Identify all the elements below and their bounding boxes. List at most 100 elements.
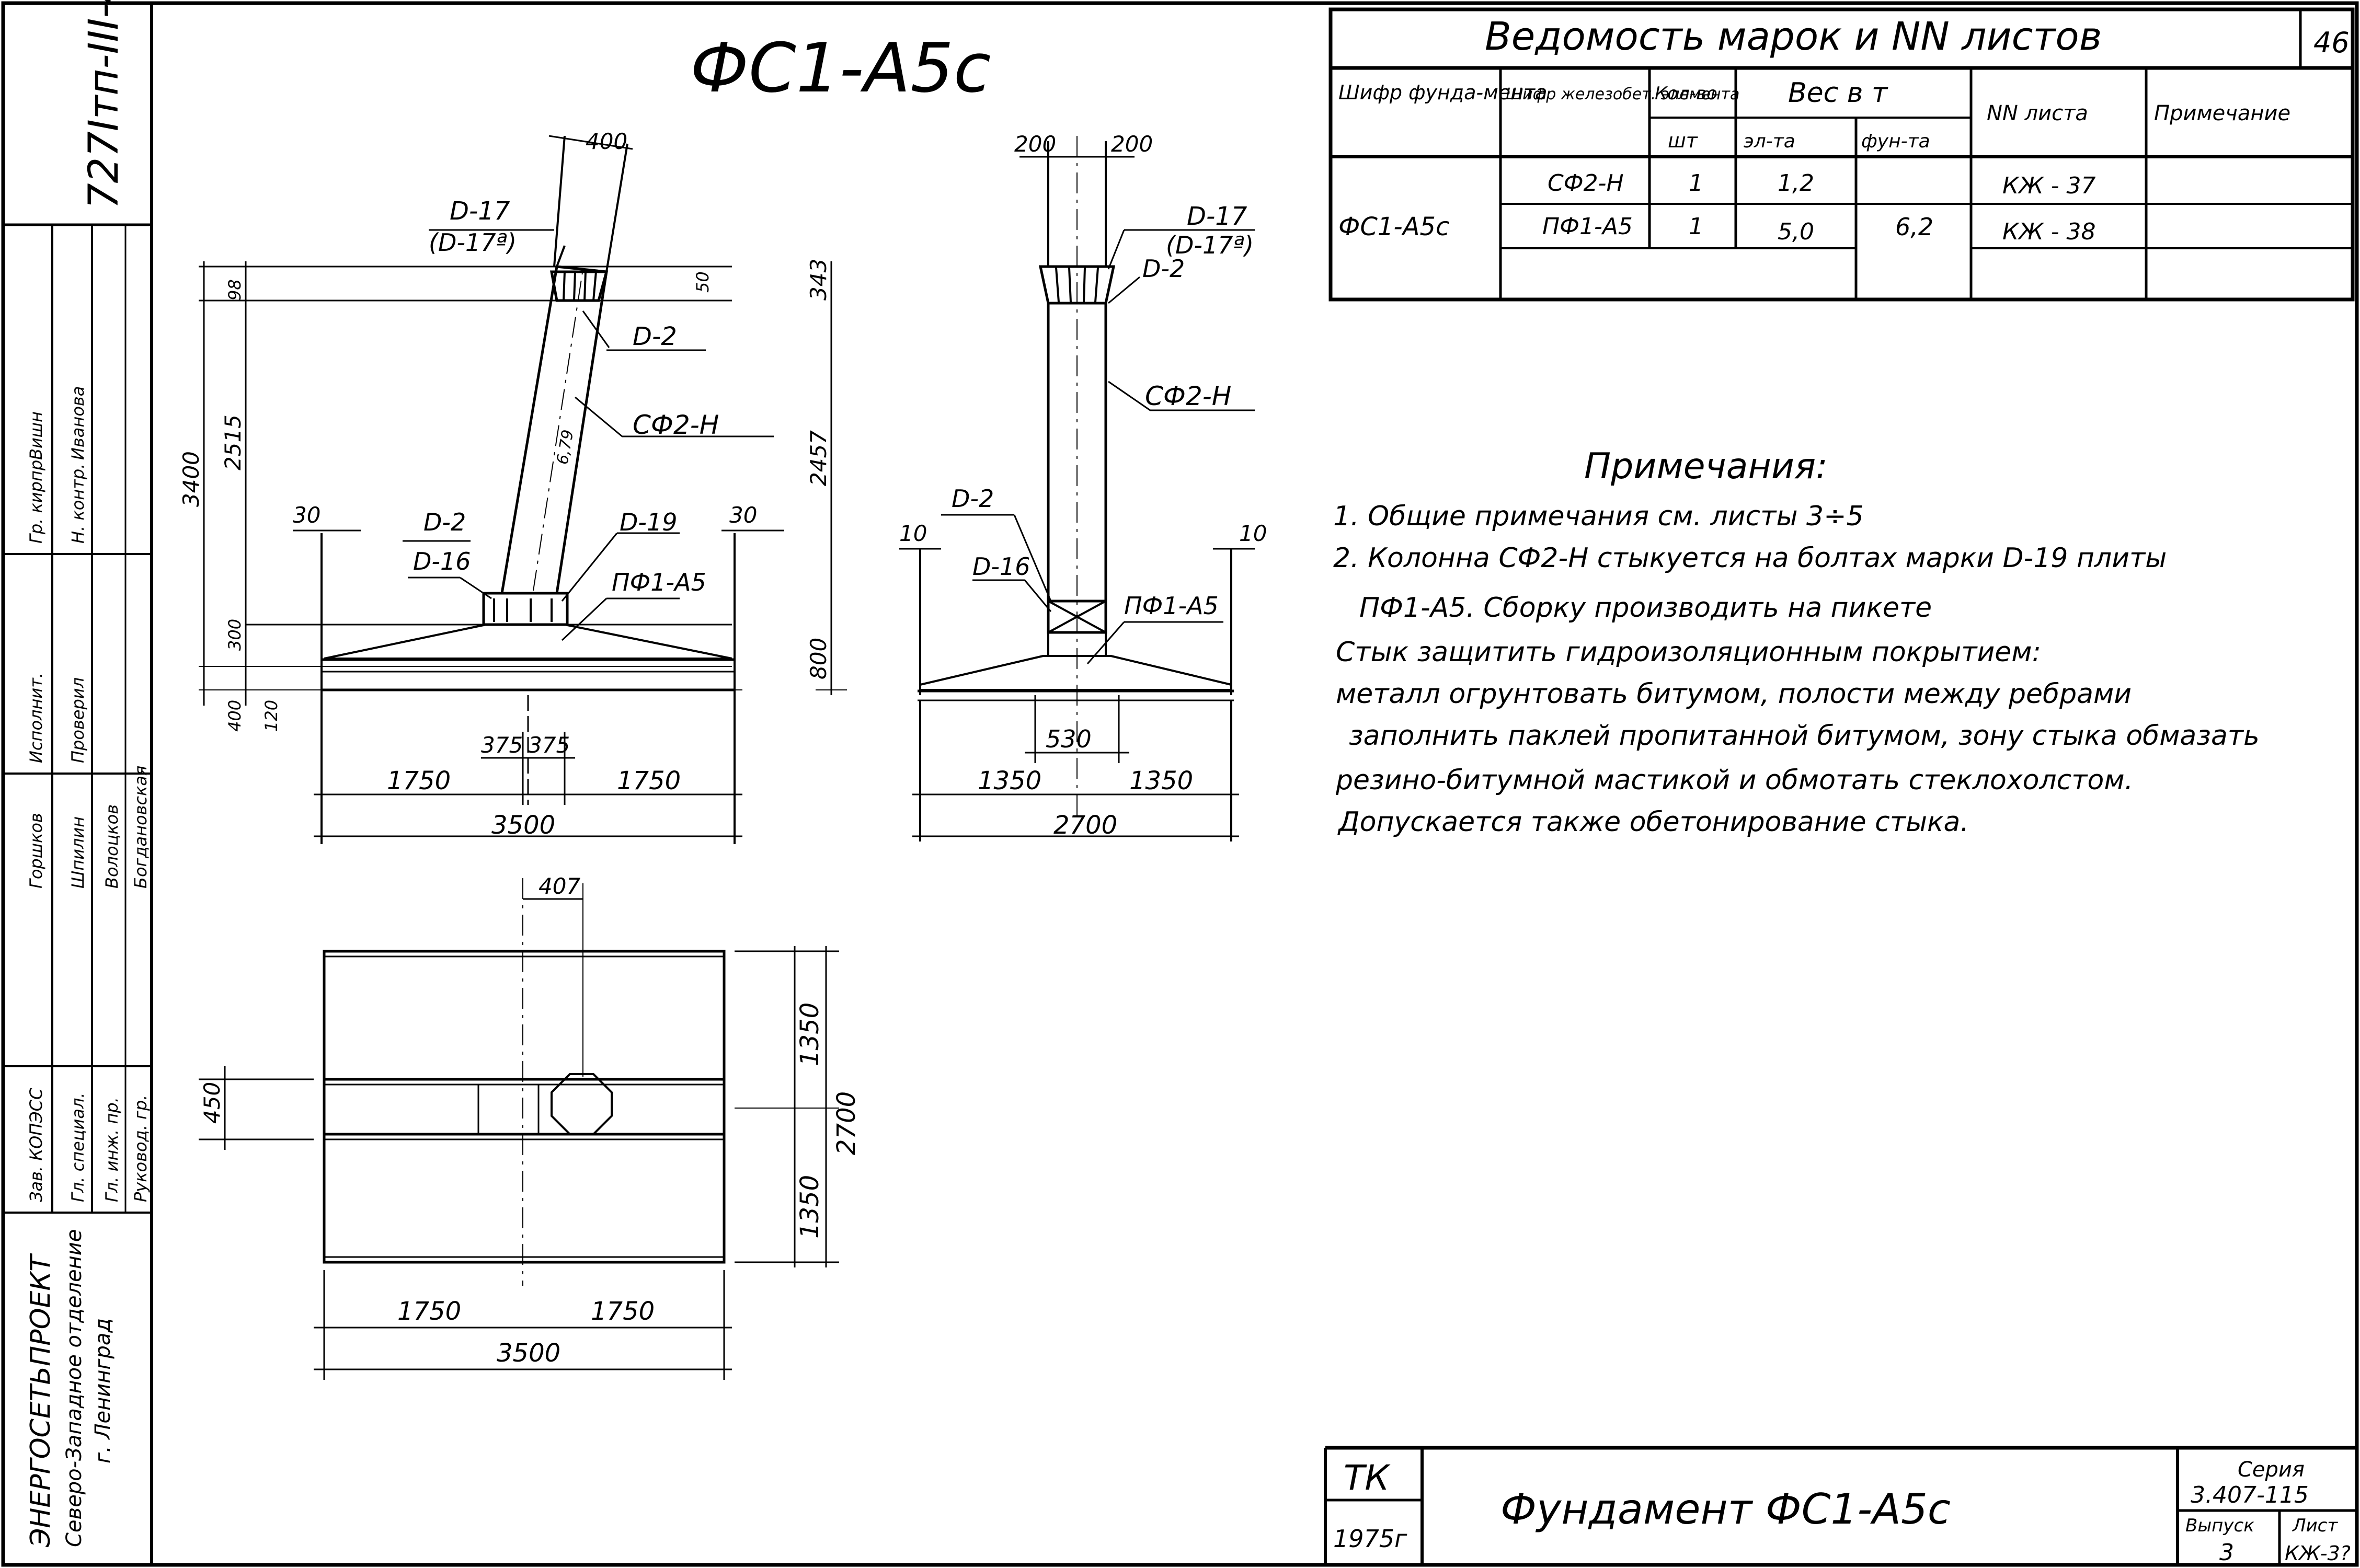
note-line: 2. Колонна СФ2-Н стыкуется на болтах мар…: [1333, 543, 2167, 574]
dim-label: 450: [199, 1082, 225, 1124]
dim-label: 30: [729, 502, 757, 528]
note-line: Допускается также обетонирование стыка.: [1337, 806, 1969, 838]
stamp-year: 1975г: [1333, 1525, 1407, 1553]
col-sheets: NN листа: [1987, 101, 2088, 125]
sheet-number: 46: [2313, 26, 2350, 59]
org-name: ЭНЕРГОСЕТЬПРОЕКТ: [25, 1253, 56, 1548]
dim-label: 400: [586, 129, 627, 154]
stamp-issue-label: Выпуск: [2185, 1515, 2254, 1536]
part-label: ПФ1-А5: [1124, 592, 1219, 620]
part-label: СФ2-Н: [1145, 381, 1231, 411]
part-label: D-16: [972, 552, 1030, 581]
title-block: [1324, 1446, 2357, 1565]
stamp-list-value: КЖ-3?: [2285, 1542, 2351, 1565]
row-weight: 1,2: [1778, 170, 1814, 197]
total-weight-cell: 6,2: [1895, 213, 1933, 241]
col-element-code: Шифр железобет. элемента: [1506, 85, 1739, 103]
col-notes: Примечание: [2154, 101, 2290, 125]
stamp-role: Гл. инж. пр.: [102, 1097, 122, 1202]
dim-label: 407: [539, 873, 580, 899]
col-qty-unit: шт: [1668, 129, 1699, 152]
dim-label: 2457: [806, 430, 831, 486]
dim-label: 530: [1046, 725, 1092, 753]
stamp-name: Иванова: [68, 386, 88, 460]
stamp-name: Вишн: [26, 411, 46, 460]
dim-label: 2700: [832, 1091, 861, 1155]
dim-label: 1750: [591, 1297, 655, 1326]
stamp-role: Н. контр.: [68, 464, 88, 544]
stamp-role: Гр. кирпр.: [26, 455, 46, 544]
stamp-name: Горшков: [26, 813, 46, 889]
row-sheet: КЖ - 38: [2002, 218, 2095, 245]
dim-label: 343: [806, 259, 831, 301]
stamp-name: Волоцков: [102, 804, 122, 889]
dim-label: 3400: [178, 451, 204, 507]
dim-label: 1350: [795, 1175, 824, 1239]
part-label: D-16: [413, 547, 471, 575]
dim-label: 375: [528, 732, 570, 758]
col-weight-foundation: фун-та: [1861, 131, 1930, 152]
dim-label: 50: [693, 271, 713, 293]
part-label: (D-17ª): [1166, 231, 1254, 259]
stamp-name: Богдановская: [131, 766, 151, 889]
org-city: г. Ленинград: [91, 1318, 115, 1463]
part-label: D-17: [450, 197, 510, 226]
dim-label: 2700: [1053, 811, 1117, 840]
sheet-designation: 727Iтп-III-46: [81, 0, 128, 209]
col-weight-element: эл-та: [1744, 131, 1795, 152]
part-label: D-19: [620, 508, 678, 536]
plan-view: [199, 878, 839, 1380]
drawing-main-title: ФС1-А5с: [690, 28, 991, 108]
part-label: ПФ1-А5: [612, 568, 706, 596]
row-weight: 5,0: [1778, 218, 1814, 245]
dim-label: 1350: [978, 766, 1041, 795]
dim-label: 3500: [497, 1339, 560, 1368]
part-label: D-2: [633, 322, 677, 351]
dim-label: 1350: [1129, 766, 1193, 795]
part-label: D-2: [1142, 255, 1185, 283]
schedule-table: [1328, 7, 2355, 302]
part-label: СФ2-Н: [633, 410, 719, 440]
stamp-role: Зав. КОПЭСС: [26, 1088, 46, 1202]
dim-label: 1750: [617, 766, 681, 795]
row-qty: 1: [1689, 170, 1703, 197]
row-qty: 1: [1689, 213, 1703, 240]
note-line: заполнить паклей пропитанной битумом, зо…: [1349, 720, 2260, 752]
stamp-name: Шпилин: [68, 816, 88, 889]
dim-label: 120: [261, 700, 281, 732]
side-view: [899, 136, 1255, 841]
row-element: ПФ1-А5: [1542, 213, 1633, 240]
col-weight: Вес в т: [1788, 77, 1888, 109]
dim-label: 400: [225, 700, 245, 732]
dim-label: 300: [225, 619, 245, 651]
note-line: 1. Общие примечания см. листы 3÷5: [1333, 501, 1864, 532]
note-line: Стык защитить гидроизоляционным покрытие…: [1336, 637, 2041, 668]
dim-label: 3500: [491, 811, 555, 840]
part-label: D-2: [952, 485, 994, 513]
part-label: D-17: [1187, 202, 1247, 231]
org-branch: Северо-Западное отделение: [62, 1229, 86, 1547]
part-label: (D-17ª): [429, 228, 517, 257]
dim-label: 10: [899, 521, 927, 546]
stamp-series-label: Серия: [2238, 1458, 2305, 1482]
dim-label: 30: [293, 502, 320, 528]
dim-label: 800: [806, 638, 831, 679]
row-element: СФ2-Н: [1548, 170, 1624, 197]
note-line: металл огрунтовать битумом, полости межд…: [1336, 678, 2132, 710]
stamp-role: Проверил: [68, 677, 88, 763]
notes-title: Примечания:: [1584, 446, 1828, 487]
stamp-code: ТК: [1344, 1458, 1391, 1498]
dim-label: 200: [1014, 131, 1056, 157]
stamp-series-value: 3.407-115: [2191, 1482, 2309, 1508]
left-stamp: 727Iтп-III-46 Зав. КОПЭСС Гл. специал. Г…: [3, 0, 152, 1548]
stamp-role: Руковод. гр.: [131, 1095, 151, 1202]
row-sheet: КЖ - 37: [2002, 172, 2095, 199]
stamp-drawing-title: Фундамент ФС1-А5с: [1500, 1485, 1951, 1534]
dim-label: 1350: [795, 1002, 824, 1066]
schedule-title: Ведомость марок и NN листов: [1485, 14, 2102, 59]
part-label: D-2: [423, 508, 466, 536]
dim-label: 98: [225, 279, 245, 301]
stamp-list-label: Лист: [2292, 1515, 2338, 1536]
